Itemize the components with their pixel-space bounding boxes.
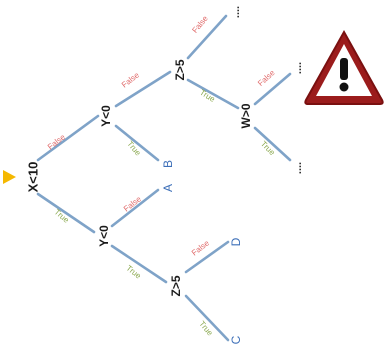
branch-labels: False True False True False True False T… xyxy=(46,14,277,338)
label-true: True xyxy=(259,139,277,157)
label-false: False xyxy=(256,68,277,88)
edge-root-y-lower xyxy=(36,192,96,234)
edge-z-lower-d xyxy=(184,240,230,274)
decision-nodes: X<10 Y<0 Y<0 Z>5 W>0 Z>5 xyxy=(26,59,254,296)
tree-edges xyxy=(36,14,292,342)
edge-z-lower-c xyxy=(184,294,230,342)
label-false: False xyxy=(120,70,141,89)
node-z-upper: Z>5 xyxy=(173,59,187,80)
edge-y-lower-a xyxy=(110,188,160,228)
ellipsis-upper-right: .... xyxy=(292,62,304,74)
leaf-c: C xyxy=(229,335,243,344)
leaf-nodes: B A D C xyxy=(161,160,243,344)
node-root: X<10 xyxy=(26,162,41,193)
label-true: True xyxy=(198,88,217,104)
edge-y-upper-z-upper xyxy=(114,70,172,108)
node-y-upper: Y<0 xyxy=(99,105,113,127)
edge-z-upper-w xyxy=(186,78,240,110)
warning-icon xyxy=(304,29,384,105)
edge-y-lower-z-lower xyxy=(110,244,168,284)
ellipsis-top: .... xyxy=(230,6,242,18)
continuations: .... .... .... xyxy=(230,6,304,174)
node-w: W>0 xyxy=(239,103,253,128)
label-true: True xyxy=(125,139,143,158)
leaf-a: A xyxy=(161,184,175,192)
leaf-d: D xyxy=(229,237,243,246)
edge-z-upper-ellipsis xyxy=(186,14,228,60)
edge-root-y-upper xyxy=(36,114,100,162)
edge-w-ellipsis-upper xyxy=(253,72,292,106)
node-z-lower: Z>5 xyxy=(169,275,183,296)
ellipsis-lower-right: .... xyxy=(292,162,304,174)
edge-w-ellipsis-lower xyxy=(253,126,292,162)
edge-y-upper-b xyxy=(114,124,160,162)
pointer-arrow-icon xyxy=(3,170,16,184)
label-false: False xyxy=(190,14,210,35)
label-true: True xyxy=(53,207,72,225)
leaf-b: B xyxy=(161,160,175,168)
node-y-lower: Y<0 xyxy=(97,225,111,247)
